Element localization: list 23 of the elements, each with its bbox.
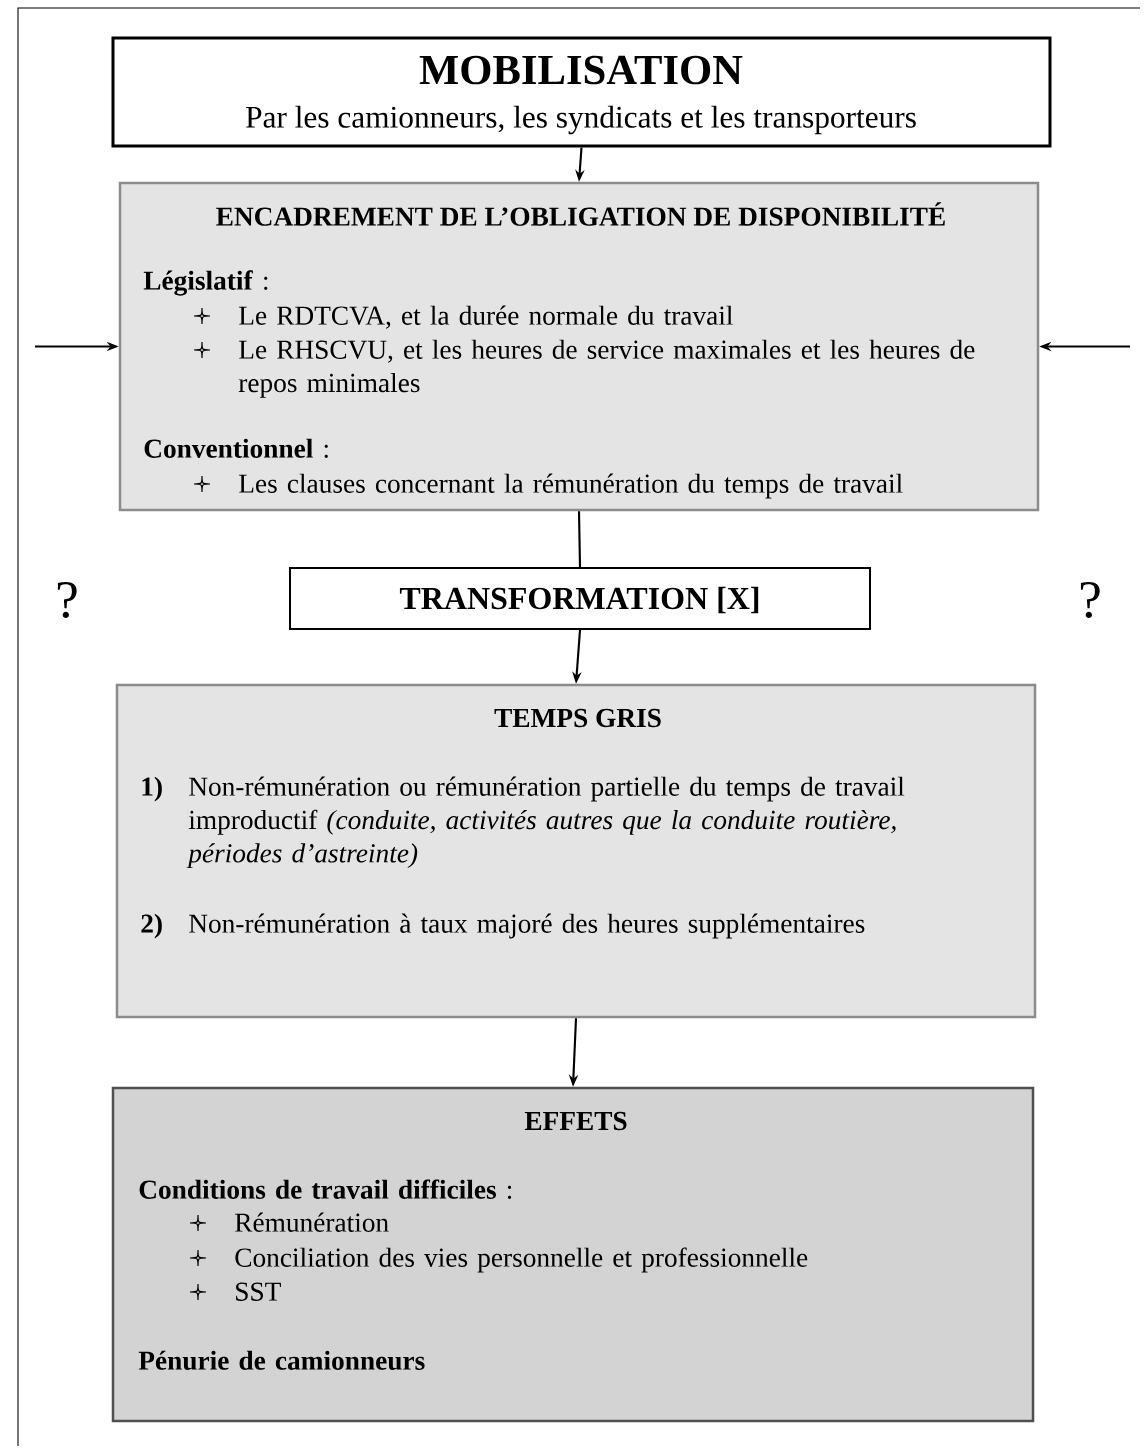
question-mark: ?: [1080, 582, 1100, 619]
connector-line: [577, 511, 582, 568]
item-number: 1): [142, 776, 162, 802]
box-heading: EFFETS: [524, 1111, 627, 1131]
paragraph: Conventionnel :: [144, 438, 328, 458]
list-item: Les clauses concernant la rémunération du temps de travail: [239, 473, 903, 499]
box-heading: TEMPS GRIS: [494, 708, 661, 728]
item-number: 2): [141, 913, 162, 939]
list-item: Rémunération: [235, 1212, 389, 1232]
paragraph: Non-rémunération ou rémunération partielle du temps de travail improductif (conduite, activités autres que la conduite routière, périodes d’astreinte): [186, 776, 905, 869]
paragraph: Législatif :: [143, 270, 268, 296]
paragraph: Conditions de travail difficiles :: [139, 1179, 512, 1199]
box-title: MOBILISATION: [419, 55, 743, 85]
list-item: SST: [236, 1282, 281, 1301]
box-title: TRANSFORMATION [X]: [399, 586, 759, 614]
list-item: Le RHSCVU, et les heures de service maximales et les heures de repos minimales: [238, 339, 975, 398]
list-item: Le RDTCVA, et la durée normale du travail: [239, 305, 733, 329]
list-item: Conciliation des vies personnelle et professionnelle: [235, 1247, 808, 1273]
box-subtitle: Par les camionneurs, les syndicats et les transporteurs: [246, 105, 916, 135]
paragraph: Non-rémunération à taux majoré des heures supplémentaires: [189, 913, 865, 939]
box-heading: ENCADREMENT DE L’OBLIGATION DE DISPONIBILITÉ: [216, 202, 945, 226]
section-label: Pénurie de camionneurs: [138, 1350, 425, 1370]
question-mark: ?: [57, 582, 77, 619]
